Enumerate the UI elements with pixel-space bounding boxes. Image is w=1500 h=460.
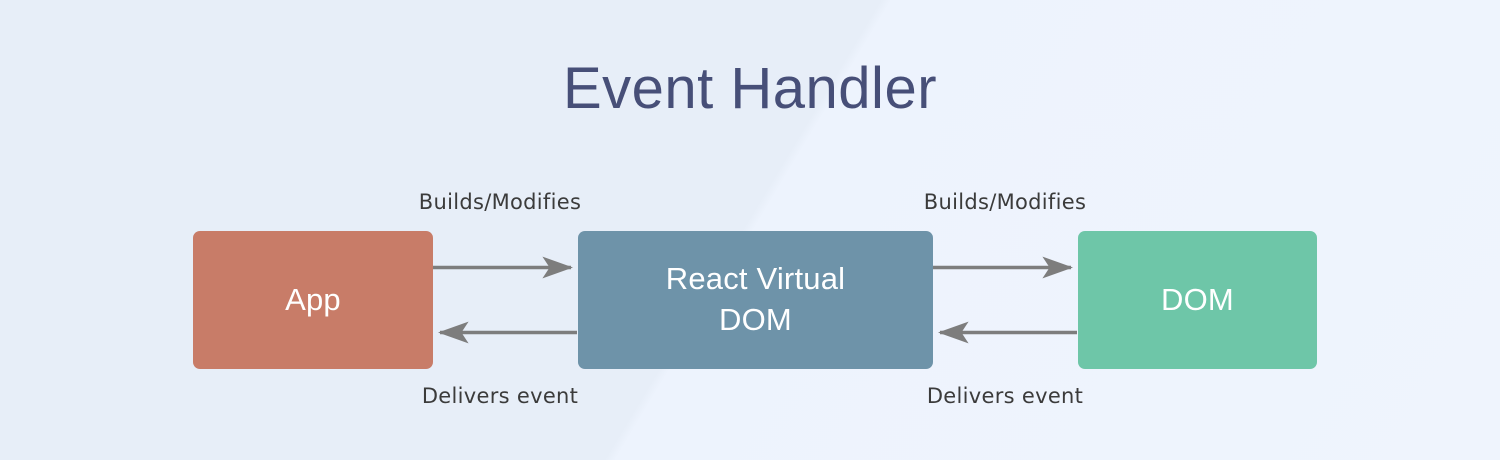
node-react-virtual-dom[interactable]: React Virtual DOM <box>578 231 933 369</box>
node-dom[interactable]: DOM <box>1078 231 1317 369</box>
edge-label-vdom-to-app: Delivers event <box>421 384 579 408</box>
page-title: Event Handler <box>562 56 938 121</box>
edge-label-vdom-to-dom: Builds/Modifies <box>923 190 1087 214</box>
node-app[interactable]: App <box>193 231 433 369</box>
edge-label-app-to-vdom: Builds/Modifies <box>418 190 582 214</box>
edge-label-dom-to-vdom: Delivers event <box>926 384 1084 408</box>
